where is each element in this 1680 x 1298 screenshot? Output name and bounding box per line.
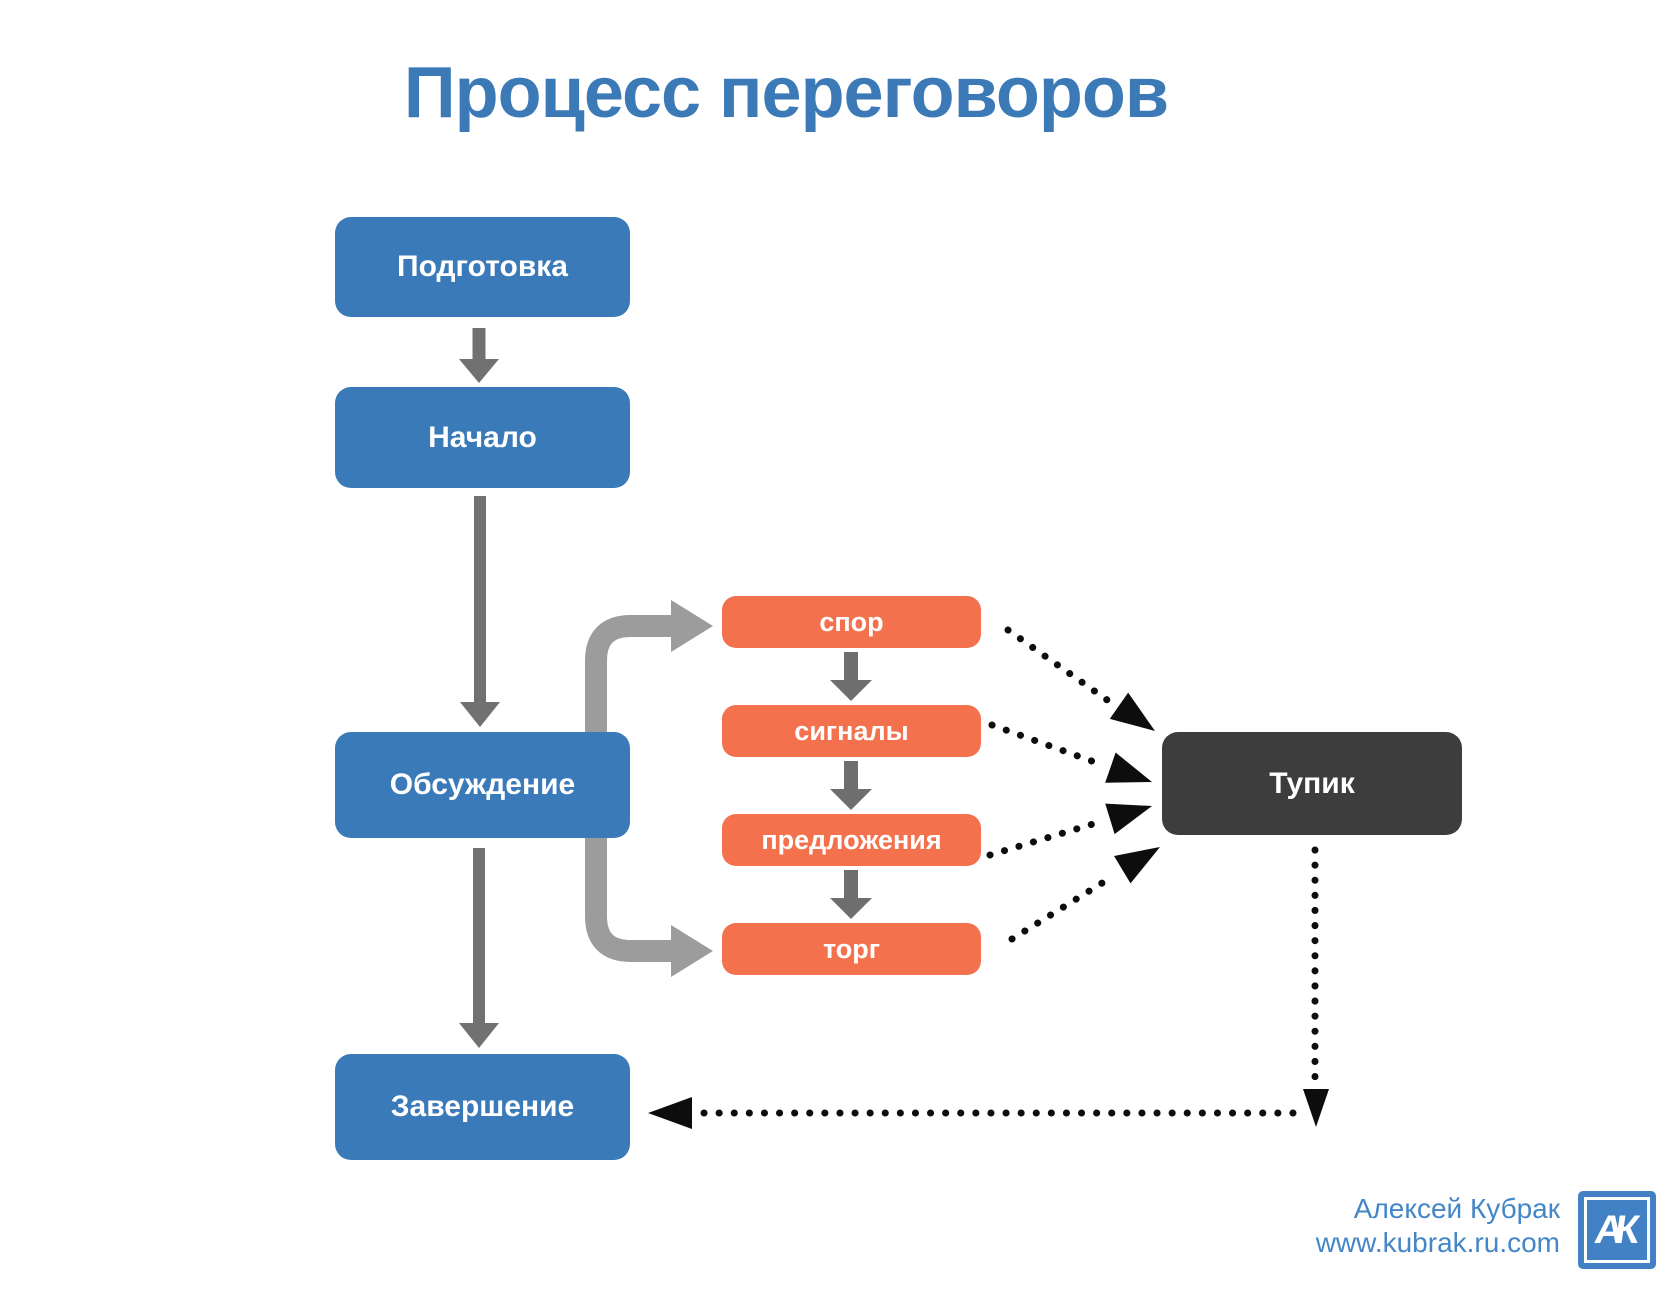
arrow-podgotovka-to-nachalo [459, 328, 499, 383]
kubrak-logo-monogram: АК [1592, 1207, 1634, 1252]
dotted-head-down [1303, 1089, 1329, 1127]
node-predlozheniya: предложения [722, 814, 981, 866]
page-title: Процесс переговоров [403, 53, 1169, 133]
elbow-obsuzhdenie-to-spor [585, 615, 672, 732]
arrow-obsuzhdenie-to-zavershenie [459, 848, 499, 1048]
node-torg: торг [722, 923, 981, 975]
node-zavershenie: Завершение [335, 1054, 630, 1160]
arrow-nachalo-to-obsuzhdenie [460, 496, 500, 727]
elbow-head-spor [671, 600, 713, 652]
author-website: www.kubrak.ru.com [1315, 1227, 1560, 1258]
node-tupik: Тупик [1162, 732, 1462, 835]
dotted-torg-to-tupik [1008, 876, 1111, 943]
elbow-obsuzhdenie-to-torg [585, 838, 672, 962]
arrow-spor-to-signaly [830, 652, 872, 701]
dotted-head-signaly [1105, 752, 1152, 783]
dotted-head-spor [1109, 692, 1155, 731]
elbow-head-torg [671, 925, 713, 977]
dotted-head-predlozheniya [1105, 803, 1152, 835]
dotted-head-torg [1114, 847, 1160, 884]
node-obsuzhdenie: Обсуждение [335, 732, 630, 838]
dotted-head-zavershenie [648, 1097, 692, 1129]
author-name: Алексей Кубрак [1353, 1193, 1560, 1224]
kubrak-logo-frame: АК [1584, 1197, 1650, 1263]
node-nachalo: Начало [335, 387, 630, 488]
dotted-signaly-to-tupik [988, 721, 1104, 768]
dotted-spor-to-tupik [1004, 626, 1114, 706]
arrow-predlozheniya-to-torg [830, 870, 872, 919]
node-signaly: сигналы [722, 705, 981, 757]
dotted-predlozheniya-to-tupik [986, 817, 1107, 859]
arrow-signaly-to-predlozheniya [830, 761, 872, 810]
kubrak-logo: АК [1578, 1191, 1656, 1269]
node-spor: спор [722, 596, 981, 648]
node-podgotovka: Подготовка [335, 217, 630, 317]
footer-credit: Алексей Кубрак www.kubrak.ru.com [1000, 1192, 1560, 1260]
